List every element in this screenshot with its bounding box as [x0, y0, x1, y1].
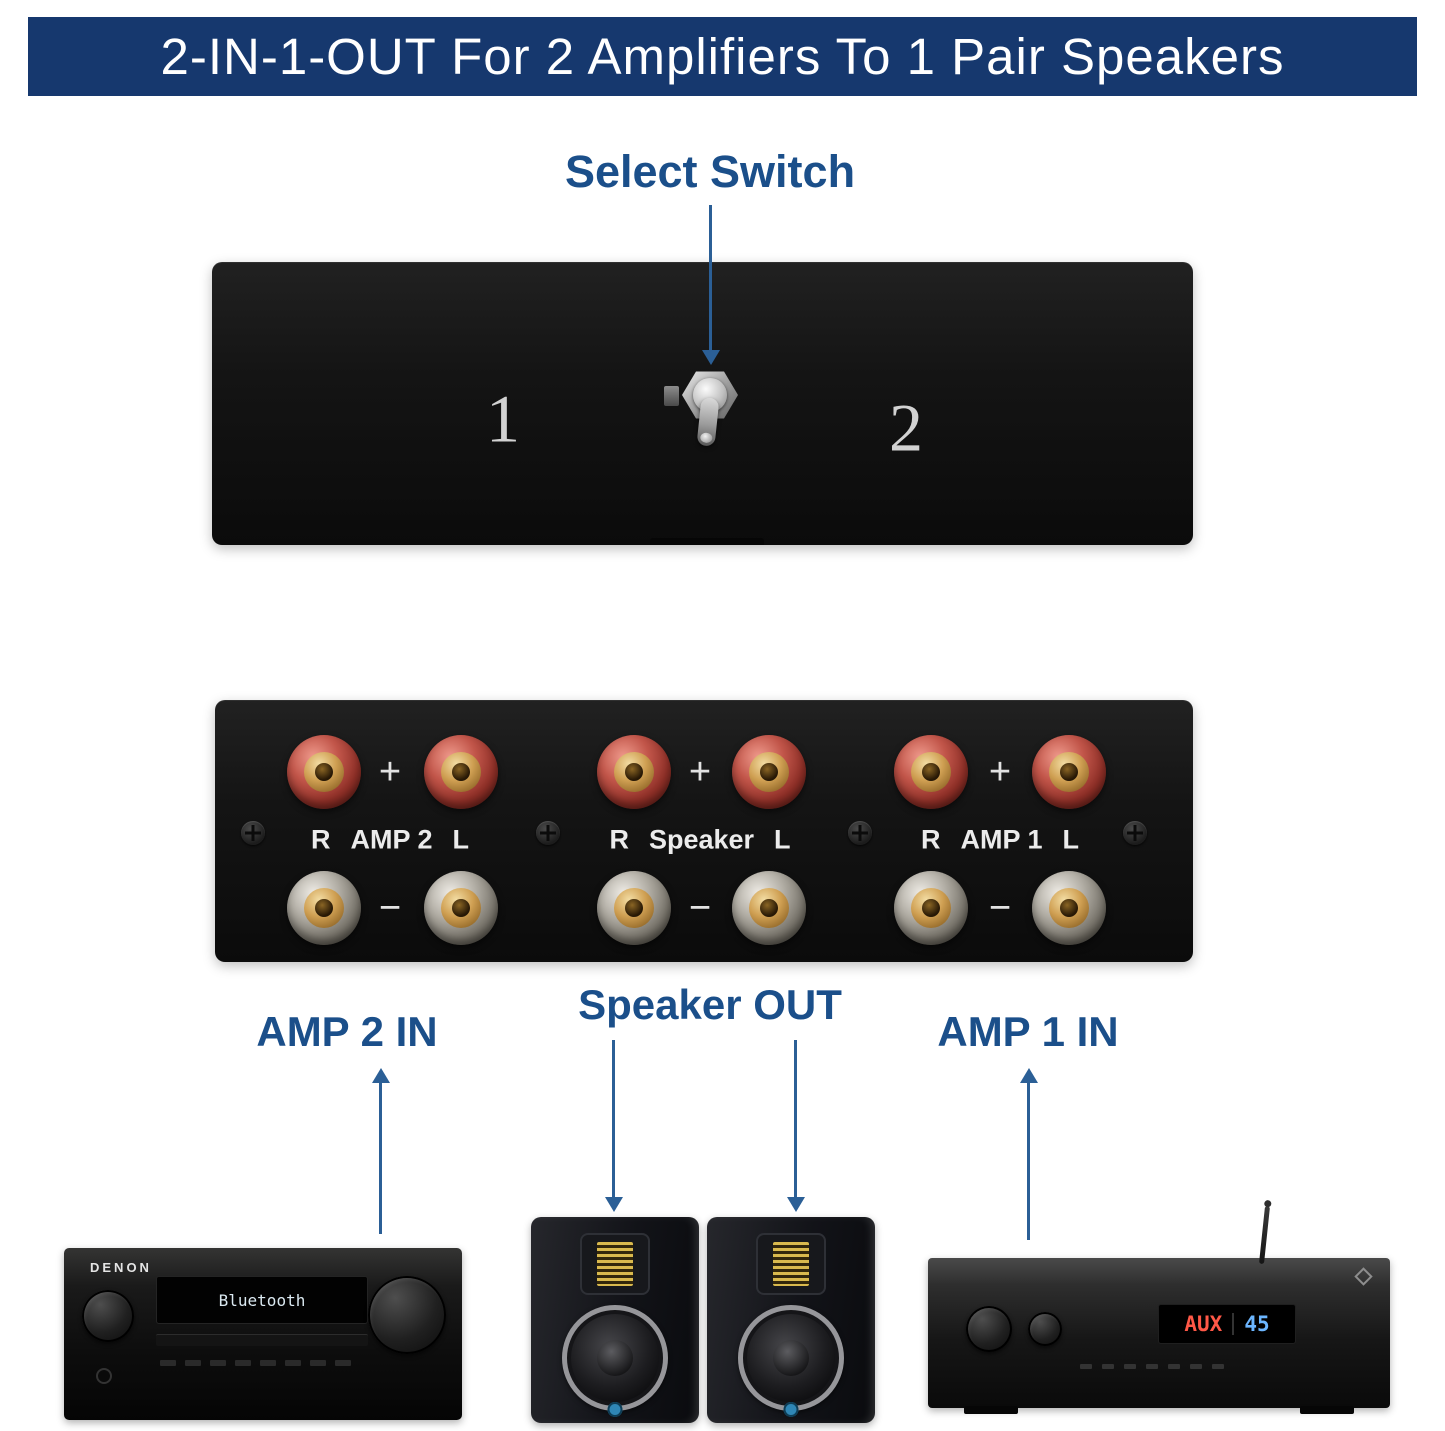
channel-left-label: L	[452, 824, 470, 855]
toggle-switch	[660, 354, 760, 479]
switch-back-panel: + + + − − − R AMP 2 L R Speaker L R AMP …	[215, 700, 1193, 962]
arrow-up-icon	[379, 1082, 382, 1234]
binding-post-black	[597, 871, 671, 945]
title-banner: 2-IN-1-OUT For 2 Amplifiers To 1 Pair Sp…	[28, 17, 1417, 96]
screw-icon	[536, 821, 560, 845]
antenna-icon	[1258, 1205, 1271, 1265]
amp-volume-knob	[966, 1306, 1012, 1352]
amp-foot	[964, 1406, 1018, 1414]
amp2-in-label: AMP 2 IN	[256, 1008, 438, 1055]
speaker-tweeter	[756, 1233, 826, 1295]
binding-post-black	[894, 871, 968, 945]
arrow-up-icon	[1027, 1082, 1030, 1240]
speaker-out-label: Speaker OUT	[578, 981, 842, 1028]
display-divider	[1232, 1313, 1235, 1335]
screw-icon	[848, 821, 872, 845]
group-name-label: AMP 1	[960, 824, 1043, 855]
plus-sign: +	[988, 751, 1012, 793]
binding-post-red	[287, 735, 361, 809]
amp1-in-label: AMP 1 IN	[937, 1008, 1119, 1055]
channel-left-label: L	[774, 824, 791, 855]
panel-latch	[650, 538, 764, 545]
channel-left-label: L	[1062, 824, 1080, 855]
minus-sign: −	[988, 887, 1012, 929]
amplifier-display: AUX 45	[1158, 1304, 1296, 1344]
screw-icon	[1123, 821, 1147, 845]
arrow-down-icon	[794, 1040, 797, 1198]
receiver-display: Bluetooth	[156, 1276, 368, 1324]
group-name-label: AMP 2	[350, 824, 433, 855]
terminal-group-speaker-label: R Speaker L	[609, 825, 790, 856]
position-2-label: 2	[889, 389, 923, 466]
speaker-logo-icon	[607, 1402, 623, 1417]
receiver-disc-tray	[156, 1334, 368, 1346]
banner-title: 2-IN-1-OUT For 2 Amplifiers To 1 Pair Sp…	[160, 28, 1285, 85]
receiver-input-knob	[82, 1290, 134, 1342]
receiver-brand-label: DENON	[90, 1260, 152, 1275]
amp-input-knob	[1028, 1312, 1062, 1346]
denon-receiver-image: DENON Bluetooth	[64, 1248, 462, 1420]
arrow-down-icon	[612, 1040, 615, 1198]
arrow-down-icon	[709, 205, 712, 351]
speaker-tweeter	[580, 1233, 650, 1295]
binding-post-black	[1032, 871, 1106, 945]
amp-foot	[1300, 1406, 1354, 1414]
binding-post-black	[732, 871, 806, 945]
amp-button-row	[1080, 1364, 1224, 1369]
binding-post-red	[894, 735, 968, 809]
bookshelf-speaker-image	[531, 1217, 699, 1423]
channel-right-label: R	[920, 824, 941, 855]
receiver-button-row	[160, 1360, 351, 1366]
speaker-woofer	[738, 1305, 844, 1411]
speaker-logo-icon	[783, 1402, 799, 1417]
screw-icon	[241, 821, 265, 845]
channel-right-label: R	[310, 824, 331, 855]
receiver-volume-knob	[368, 1276, 446, 1354]
stereo-amplifier-image: AUX 45	[928, 1205, 1390, 1414]
switch-lever	[696, 397, 720, 447]
binding-post-red	[424, 735, 498, 809]
terminal-group-amp1-label: R AMP 1 L	[921, 825, 1079, 856]
binding-post-black	[287, 871, 361, 945]
position-1-label: 1	[486, 380, 520, 457]
speaker-woofer	[562, 1305, 668, 1411]
switch-bracket	[664, 386, 679, 406]
minus-sign: −	[688, 887, 712, 929]
channel-right-label: R	[609, 824, 629, 855]
power-button-icon	[96, 1368, 112, 1384]
terminal-group-amp2-label: R AMP 2 L	[311, 825, 469, 856]
bookshelf-speaker-image	[707, 1217, 875, 1423]
plus-sign: +	[378, 751, 402, 793]
binding-post-red	[597, 735, 671, 809]
binding-post-red	[732, 735, 806, 809]
switch-front-panel: 1 2	[212, 262, 1193, 545]
binding-post-black	[424, 871, 498, 945]
plus-sign: +	[688, 751, 712, 793]
group-name-label: Speaker	[648, 824, 755, 855]
minus-sign: −	[378, 887, 402, 929]
binding-post-red	[1032, 735, 1106, 809]
select-switch-label: Select Switch	[564, 146, 856, 197]
amp-display-value: 45	[1244, 1312, 1270, 1336]
amp-display-source: AUX	[1184, 1312, 1223, 1336]
amp-brand-logo-icon	[1354, 1267, 1373, 1286]
